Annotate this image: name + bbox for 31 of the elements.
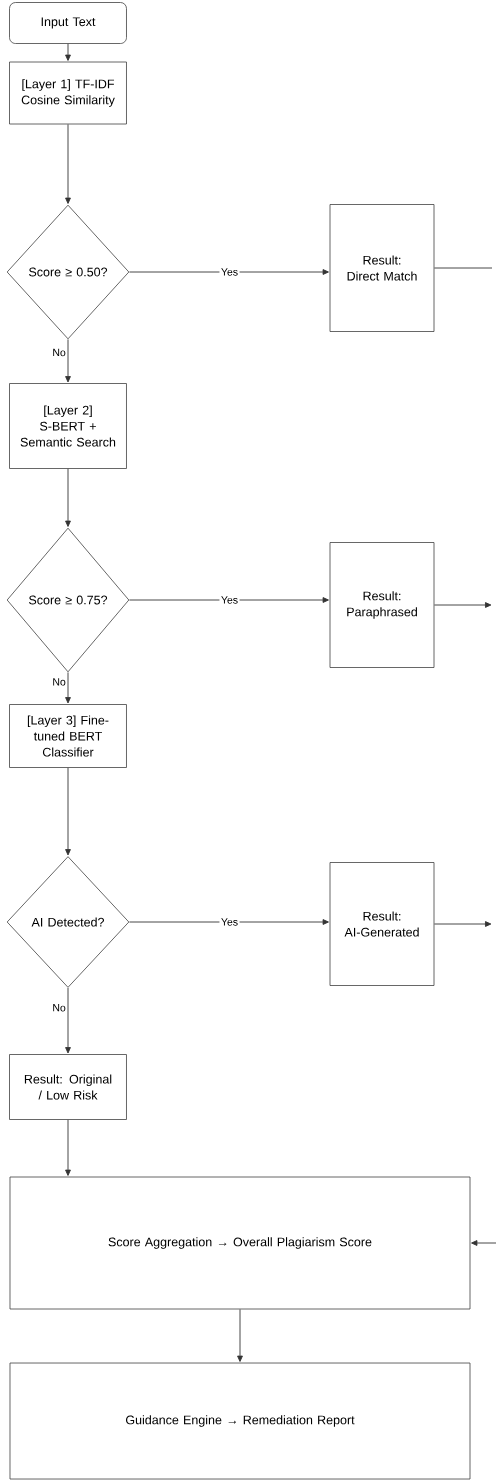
arrow <box>471 1240 497 1246</box>
arrow <box>65 671 71 704</box>
arrow <box>433 602 492 608</box>
edge-label: No <box>53 1004 66 1012</box>
arrow <box>65 123 71 204</box>
process-box: Guidance Engine → Remediation Report <box>9 1362 471 1480</box>
edge-label: Yes <box>219 594 240 606</box>
arrow <box>128 597 329 603</box>
process-box: Score Aggregation → Overall Plagiarism Score <box>9 1176 471 1310</box>
arrow <box>128 919 329 925</box>
process-box: [Layer 2] S-BERT + Semantic Search <box>9 383 127 469</box>
edge-label: Yes <box>219 916 240 928</box>
arrow <box>65 43 71 61</box>
process-box: [Layer 1] TF-IDF Cosine Similarity <box>9 61 127 125</box>
process-box: Result: Original / Low Risk <box>9 1054 127 1120</box>
arrow <box>65 987 71 1054</box>
start-box: Input Text <box>9 2 127 44</box>
edge-label: No <box>53 678 66 686</box>
arrow <box>65 1119 71 1176</box>
edge-label: No <box>53 348 66 357</box>
arrow <box>128 269 329 275</box>
arrow <box>65 338 71 383</box>
process-box: Result: Paraphrased <box>329 542 435 668</box>
edge-label: Yes <box>219 266 240 278</box>
arrow <box>65 767 71 856</box>
process-box: Result: Direct Match <box>329 204 435 332</box>
process-box: [Layer 3] Fine-tuned BERT Classifier <box>9 704 127 768</box>
arrow <box>65 468 71 527</box>
arrow <box>433 921 492 927</box>
arrow <box>237 1308 243 1362</box>
process-box: Result: AI-Generated <box>329 862 435 986</box>
